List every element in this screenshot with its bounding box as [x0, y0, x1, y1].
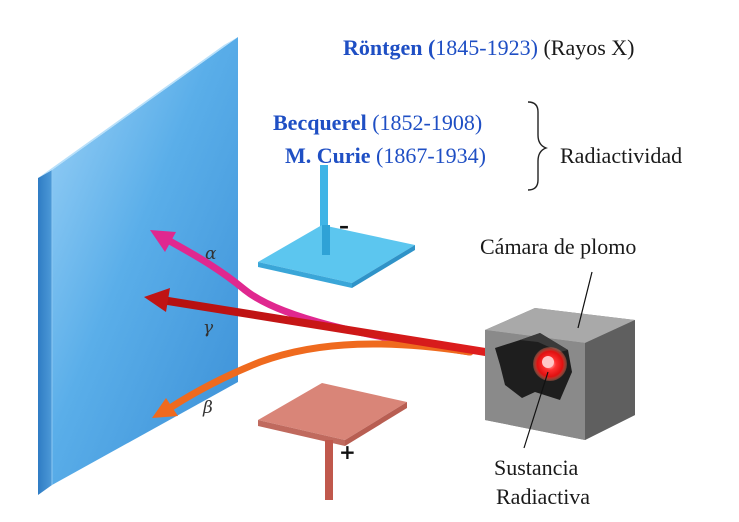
chamber-label: Cámara de plomo: [480, 234, 637, 259]
radioactivity-label: Radiactividad: [560, 143, 683, 168]
becquerel-name: Becquerel: [273, 110, 367, 135]
alpha-arrowhead: [150, 230, 176, 252]
plus-sign: +: [339, 440, 356, 464]
curie-years: (1867-1934): [370, 143, 487, 168]
beta-arrowhead: [152, 398, 178, 418]
brace: [527, 101, 548, 191]
curie-line: M. Curie (1867-1934): [285, 143, 486, 169]
gamma-label: γ: [203, 318, 214, 338]
negative-plate: [258, 165, 415, 288]
radioactive-source: [533, 347, 567, 381]
rontgen-years: 1845-1923): [435, 35, 538, 60]
gamma-arrowhead: [144, 288, 170, 312]
rontgen-line: Röntgen (1845-1923) (Rayos X): [343, 35, 634, 61]
rontgen-topic: (Rayos X): [537, 35, 635, 60]
substance-label-line2: Radiactiva: [496, 484, 591, 509]
chamber-pointer: [577, 271, 593, 329]
beta-label: β: [203, 398, 213, 418]
substance-pointer: [523, 371, 549, 449]
becquerel-line: Becquerel (1852-1908): [273, 110, 482, 136]
substance-label-line1: Sustancia: [494, 455, 579, 480]
alpha-label: α: [205, 244, 217, 264]
positive-plate: [258, 383, 407, 500]
rays: [144, 230, 539, 418]
curie-name: M. Curie: [285, 143, 371, 168]
minus-sign: –: [339, 214, 349, 238]
becquerel-years: (1852-1908): [366, 110, 483, 135]
rontgen-name: Röntgen (: [343, 35, 436, 60]
fluorescent-screen: [38, 37, 238, 495]
